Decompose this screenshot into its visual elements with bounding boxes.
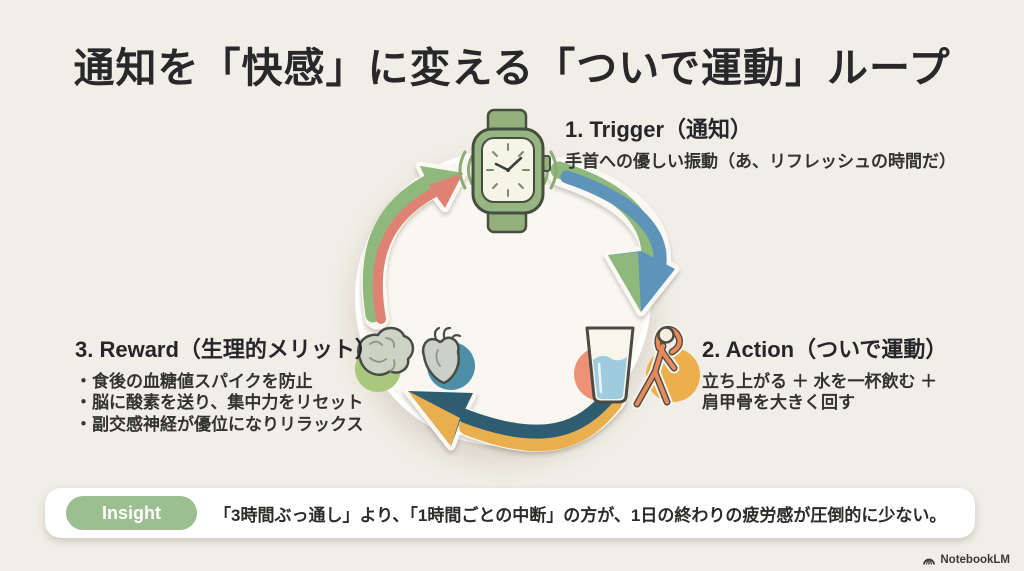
reward-bullets: ・食後の血糖値スパイクを防止 ・脳に酸素を送り、集中力をリセット ・副交感神経が… <box>75 371 377 435</box>
action-title: 2. Action（ついで運動） <box>702 337 948 362</box>
trigger-title: 1. Trigger（通知） <box>565 117 753 142</box>
action-description: 立ち上がる ＋ 水を一杯飲む ＋ 肩甲骨を大きく回す <box>702 371 947 414</box>
stretching-person-icon <box>631 324 700 410</box>
notebooklm-logo-icon <box>923 558 936 565</box>
water-glass-icon <box>574 326 635 404</box>
trigger-description: 手首への優しい振動（あ、リフレッシュの時間だ） <box>565 152 956 171</box>
page-title: 通知を「快感」に変える「ついで運動」ループ <box>73 45 951 91</box>
heart-icon <box>421 326 475 390</box>
reward-bullet-3: ・副交感神経が優位になりリラックス <box>75 414 364 434</box>
action-icons <box>574 324 700 410</box>
step-reward: 3. Reward（生理的メリット） ・食後の血糖値スパイクを防止 ・脳に酸素を… <box>75 332 377 435</box>
notebooklm-watermark: NotebookLM <box>922 554 1010 566</box>
watermark-label: NotebookLM <box>940 554 1010 566</box>
trigger-to-action-arrow <box>547 157 680 317</box>
reward-icons <box>355 326 475 392</box>
action-description-line1: 立ち上がる ＋ 水を一杯飲む ＋ <box>702 372 938 391</box>
reward-bullet-1: ・食後の血糖値スパイクを防止 <box>75 372 313 391</box>
reward-bullet-2: ・脳に酸素を送り、集中力をリセット <box>75 393 364 413</box>
insight-badge: Insight <box>66 496 197 530</box>
smartwatch-notification-icon <box>458 108 558 234</box>
step-action: 2. Action（ついで運動） 立ち上がる ＋ 水を一杯飲む ＋ 肩甲骨を大き… <box>702 332 947 414</box>
reward-to-trigger-arrow <box>361 161 468 330</box>
brain-icon <box>355 326 415 392</box>
action-description-line2: 肩甲骨を大きく回す <box>702 393 855 413</box>
insight-text: 「3時間ぶっ通し」より、「1時間ごとの中断」の方が、1日の終わりの疲労感が圧倒的… <box>214 505 947 525</box>
reward-title: 3. Reward（生理的メリット） <box>75 337 377 362</box>
action-to-reward-arrow <box>403 385 626 452</box>
loop-arrows <box>361 157 680 452</box>
insight-card: Insight 「3時間ぶっ通し」より、「1時間ごとの中断」の方が、1日の終わり… <box>45 488 975 538</box>
step-trigger: 1. Trigger（通知） 手首への優しい振動（あ、リフレッシュの時間だ） <box>565 112 956 172</box>
